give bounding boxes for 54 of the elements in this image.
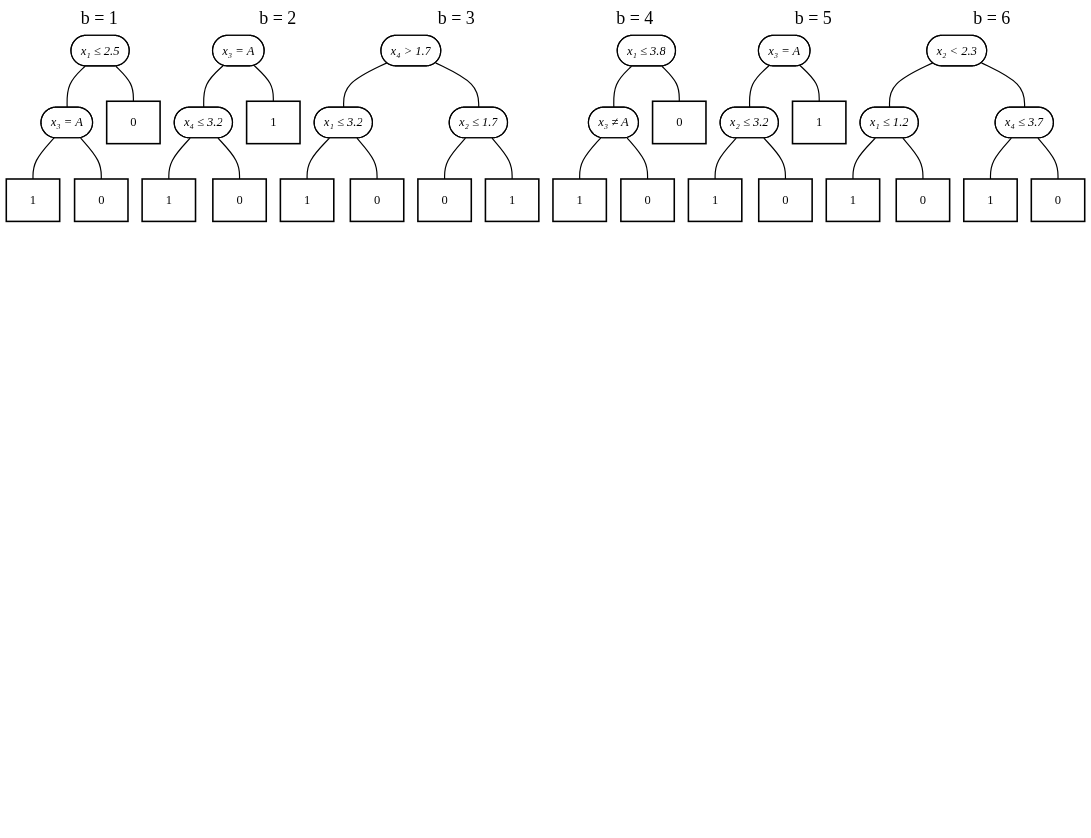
node-box: 0 <box>212 178 268 223</box>
connector <box>32 137 55 180</box>
node-box: 1 <box>5 178 61 223</box>
node-box: 0 <box>1030 178 1086 223</box>
connector <box>1037 137 1059 180</box>
connector <box>661 65 680 102</box>
connector <box>491 137 513 180</box>
node-box: 0 <box>73 178 129 223</box>
connector <box>902 137 924 180</box>
node-box: 1 <box>687 178 743 223</box>
connector <box>168 137 191 180</box>
node-box: 0 <box>349 178 405 223</box>
connector <box>434 62 480 109</box>
connector <box>444 137 467 180</box>
connector <box>79 137 102 180</box>
tree-heading: b = 6 <box>973 8 1011 29</box>
node-box: 1 <box>963 178 1018 223</box>
connector <box>852 137 876 180</box>
connector <box>748 64 770 109</box>
tree-heading: b = 5 <box>794 8 832 29</box>
connector <box>579 137 602 180</box>
node-box: 0 <box>651 100 707 145</box>
node-box: 1 <box>484 178 540 223</box>
connector <box>356 137 378 180</box>
connector <box>66 65 86 109</box>
node-box: 1 <box>552 178 608 223</box>
tree-heading: b = 3 <box>437 8 475 29</box>
tree-heading: b = 4 <box>616 8 654 29</box>
node-box: 0 <box>895 178 951 223</box>
node-box: 1 <box>141 178 197 223</box>
connector <box>253 64 274 102</box>
node-box: 1 <box>245 100 301 145</box>
connector <box>888 62 934 109</box>
node-box: 0 <box>417 178 473 223</box>
connector <box>799 64 820 102</box>
node-box: 1 <box>279 178 335 223</box>
node-box: 1 <box>791 100 847 145</box>
node-box: 0 <box>105 100 161 145</box>
tree-heading: b = 2 <box>259 8 297 29</box>
connector <box>980 62 1026 109</box>
connector <box>217 137 241 180</box>
connector <box>626 137 649 180</box>
node-box: 0 <box>620 178 676 223</box>
connector <box>115 65 134 102</box>
connector <box>203 64 224 109</box>
connector <box>989 137 1012 180</box>
connector <box>343 62 388 109</box>
connector <box>306 137 330 180</box>
connector <box>613 65 633 109</box>
tree-heading: b = 1 <box>80 8 118 29</box>
connector <box>763 137 786 180</box>
connector <box>714 137 737 180</box>
node-box: 1 <box>825 178 881 223</box>
node-box: 0 <box>757 178 813 223</box>
